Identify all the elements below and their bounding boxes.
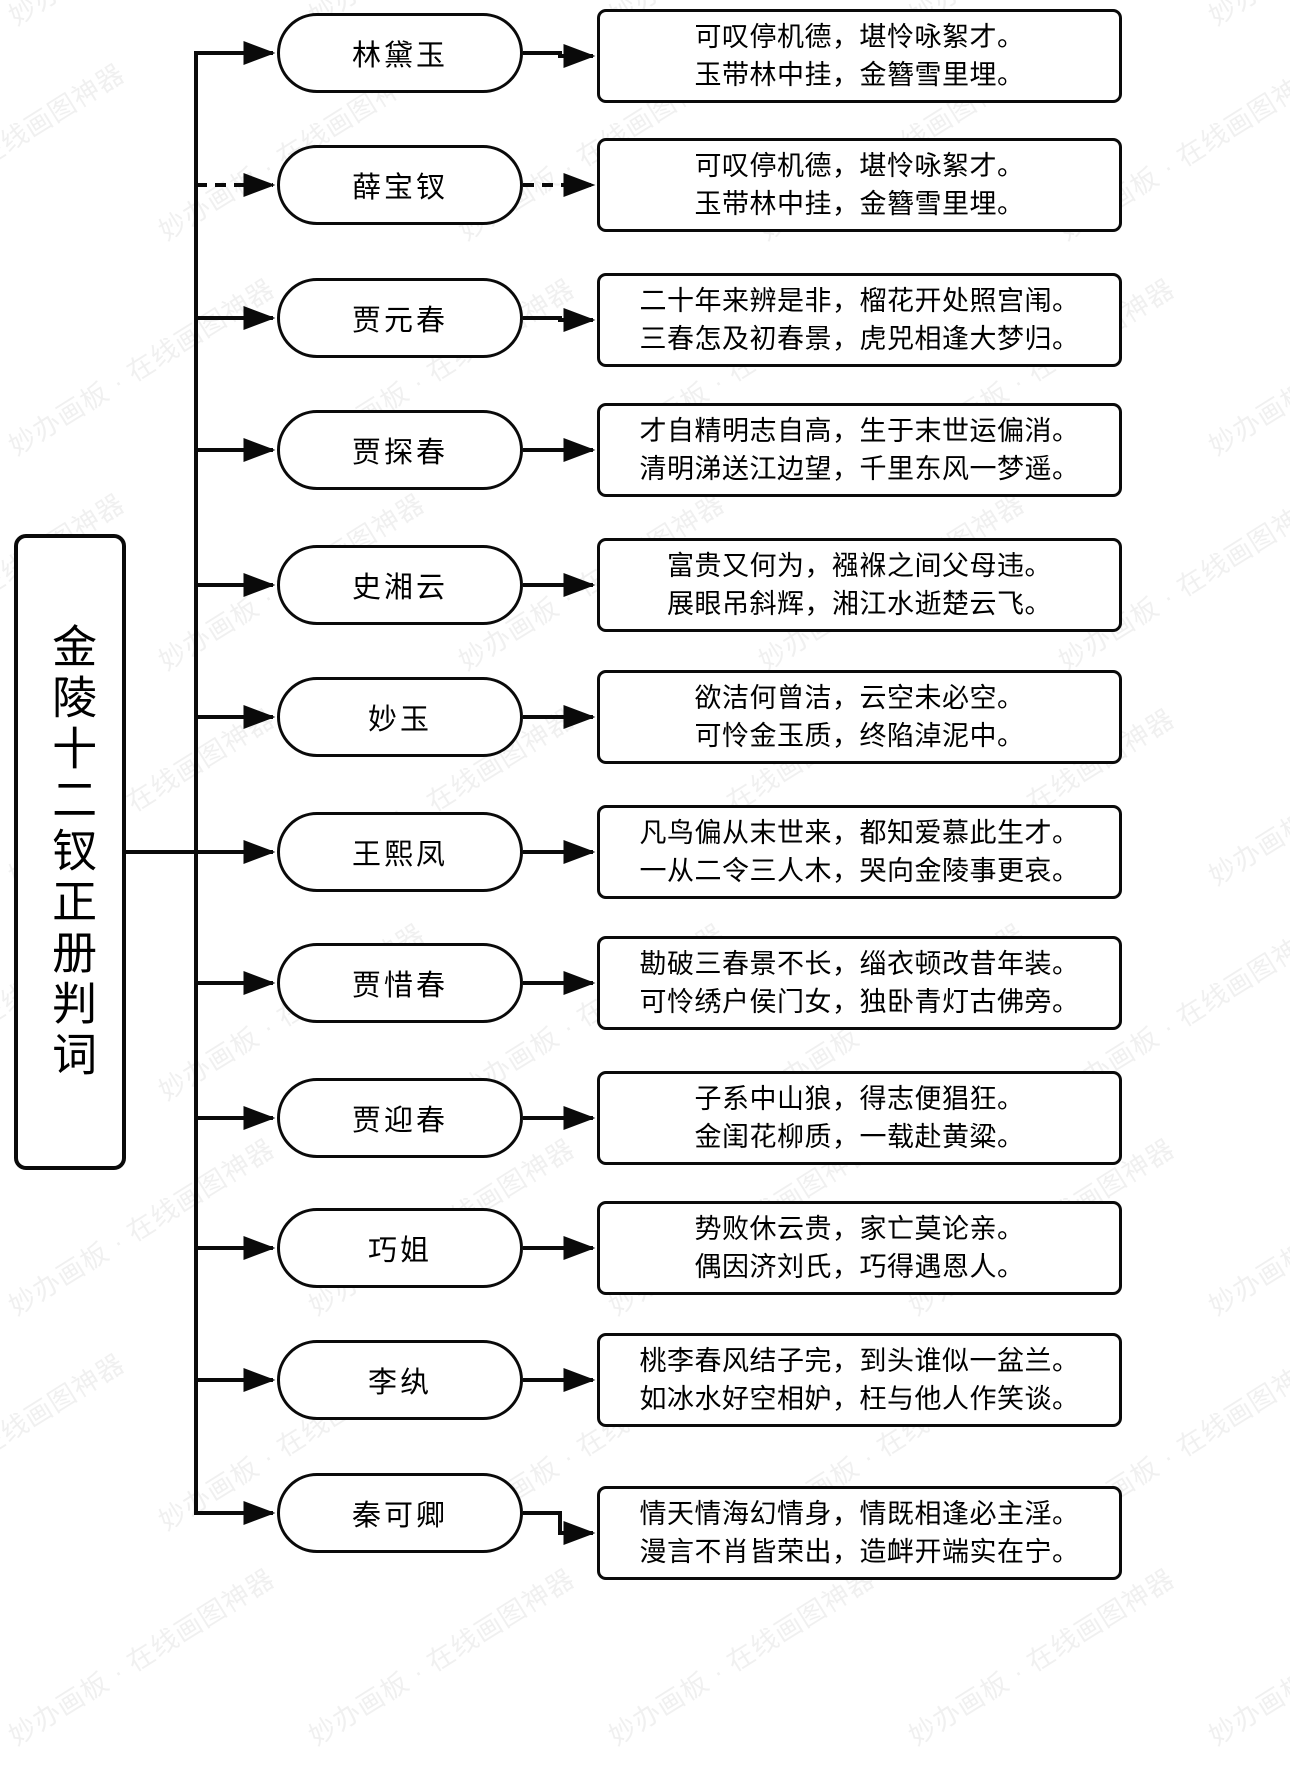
character-node[interactable]: 妙玉: [277, 677, 523, 757]
poem-line: 金闺花柳质，一载赴黄粱。: [694, 1122, 1025, 1152]
root-node-label: 金陵十二钗正册判词: [45, 622, 97, 1082]
watermark-text: 妙办画板 · 在线画图神器: [3, 1563, 280, 1752]
poem-line: 凡鸟偏从末世来，都知爱慕此生才。: [639, 817, 1080, 848]
poem-node[interactable]: 情天情海幻情身，情既相逢必主淫。漫言不肖皆荣出，造衅开端实在宁。: [597, 1486, 1122, 1580]
root-node[interactable]: 金陵十二钗正册判词: [14, 534, 126, 1170]
character-node[interactable]: 贾迎春: [277, 1078, 523, 1158]
watermark-text: 妙办画板 · 在线画图神器: [603, 1563, 880, 1752]
watermark-text: 妙办画板 · 在线画图神器: [0, 58, 130, 246]
character-node-label: 秦可卿: [351, 1500, 448, 1532]
character-node-label: 贾探春: [351, 437, 448, 469]
character-node[interactable]: 贾探春: [277, 410, 523, 490]
poem-line: 偶因济刘氏，巧得遇恩人。: [694, 1252, 1025, 1282]
character-node[interactable]: 秦可卿: [277, 1473, 523, 1553]
character-node[interactable]: 林黛玉: [277, 13, 523, 93]
watermark-text: 妙办画板 · 在线画图神器: [1203, 1133, 1290, 1322]
watermark-text: 妙办画板 · 在线画图神器: [1203, 703, 1290, 892]
poem-node[interactable]: 欲洁何曾洁，云空未必空。可怜金玉质，终陷淖泥中。: [597, 670, 1122, 764]
watermark-text: 妙办画板 · 在线画图神器: [1203, 1563, 1290, 1752]
poem-line: 可怜绣户侯门女，独卧青灯古佛旁。: [639, 987, 1080, 1017]
character-node-label: 贾惜春: [351, 970, 448, 1002]
poem-node[interactable]: 凡鸟偏从末世来，都知爱慕此生才。一从二令三人木，哭向金陵事更哀。: [597, 805, 1122, 899]
character-node-label: 李纨: [367, 1367, 432, 1399]
poem-line: 才自精明志自高，生于末世运偏消。: [639, 415, 1080, 446]
character-node[interactable]: 薛宝钗: [277, 145, 523, 225]
poem-line: 欲洁何曾洁，云空未必空。: [694, 682, 1025, 713]
poem-line: 势败休云贵，家亡莫论亲。: [694, 1213, 1025, 1244]
poem-line: 子系中山狼，得志便猖狂。: [694, 1083, 1025, 1114]
character-node[interactable]: 李纨: [277, 1340, 523, 1420]
character-node[interactable]: 贾惜春: [277, 943, 523, 1023]
poem-node[interactable]: 勘破三春景不长，缁衣顿改昔年装。可怜绣户侯门女，独卧青灯古佛旁。: [597, 936, 1122, 1030]
poem-line: 如冰水好空相妒，枉与他人作笑谈。: [639, 1384, 1080, 1414]
poem-line: 玉带林中挂，金簪雪里埋。: [694, 189, 1025, 219]
poem-node[interactable]: 可叹停机德，堪怜咏絮才。玉带林中挂，金簪雪里埋。: [597, 9, 1122, 103]
watermark-text: 妙办画板 · 在线画图神器: [1203, 273, 1290, 462]
poem-node[interactable]: 可叹停机德，堪怜咏絮才。玉带林中挂，金簪雪里埋。: [597, 138, 1122, 232]
watermark-text: 妙办画板 · 在线画图神器: [0, 1348, 130, 1536]
poem-node[interactable]: 富贵又何为，襁褓之间父母违。展眼吊斜辉，湘江水逝楚云飞。: [597, 538, 1122, 632]
poem-node[interactable]: 二十年来辨是非，榴花开处照宫闱。三春怎及初春景，虎兕相逢大梦归。: [597, 273, 1122, 367]
poem-line: 漫言不肖皆荣出，造衅开端实在宁。: [639, 1537, 1080, 1567]
character-node-label: 王熙凤: [351, 839, 448, 871]
character-node[interactable]: 史湘云: [277, 545, 523, 625]
poem-line: 一从二令三人木，哭向金陵事更哀。: [639, 856, 1080, 886]
poem-line: 玉带林中挂，金簪雪里埋。: [694, 60, 1025, 90]
poem-line: 情天情海幻情身，情既相逢必主淫。: [639, 1498, 1080, 1529]
poem-line: 富贵又何为，襁褓之间父母违。: [667, 550, 1052, 581]
poem-line: 勘破三春景不长，缁衣顿改昔年装。: [639, 948, 1080, 979]
watermark-text: 妙办画板 · 在线画图神器: [903, 1563, 1180, 1752]
poem-node[interactable]: 势败休云贵，家亡莫论亲。偶因济刘氏，巧得遇恩人。: [597, 1201, 1122, 1295]
poem-line: 清明涕送江边望，千里东风一梦遥。: [639, 454, 1080, 484]
character-node[interactable]: 王熙凤: [277, 812, 523, 892]
poem-node[interactable]: 桃李春风结子完，到头谁似一盆兰。如冰水好空相妒，枉与他人作笑谈。: [597, 1333, 1122, 1427]
character-node[interactable]: 贾元春: [277, 278, 523, 358]
poem-line: 展眼吊斜辉，湘江水逝楚云飞。: [667, 589, 1052, 619]
poem-line: 可怜金玉质，终陷淖泥中。: [694, 721, 1025, 751]
poem-line: 二十年来辨是非，榴花开处照宫闱。: [639, 285, 1080, 316]
character-node-label: 林黛玉: [351, 40, 448, 72]
watermark-text: 妙办画板 · 在线画图神器: [1200, 0, 1290, 33]
character-node-label: 妙玉: [367, 704, 432, 736]
character-node-label: 贾迎春: [351, 1105, 448, 1137]
poem-node[interactable]: 才自精明志自高，生于末世运偏消。清明涕送江边望，千里东风一梦遥。: [597, 403, 1122, 497]
character-node-label: 史湘云: [351, 572, 448, 604]
poem-line: 桃李春风结子完，到头谁似一盆兰。: [639, 1345, 1080, 1376]
poem-line: 三春怎及初春景，虎兕相逢大梦归。: [639, 324, 1080, 354]
character-node-label: 贾元春: [351, 305, 448, 337]
character-node-label: 巧姐: [367, 1235, 432, 1267]
watermark-text: 妙办画板 · 在线画图神器: [303, 1563, 580, 1752]
character-node-label: 薛宝钗: [351, 172, 448, 204]
character-node[interactable]: 巧姐: [277, 1208, 523, 1288]
watermark-text: 妙办画板 · 在线画图神器: [3, 273, 280, 462]
poem-line: 可叹停机德，堪怜咏絮才。: [694, 150, 1025, 181]
watermark-text: 妙办画板 · 在线画图神器: [0, 0, 281, 33]
poem-line: 可叹停机德，堪怜咏絮才。: [694, 21, 1025, 52]
poem-node[interactable]: 子系中山狼，得志便猖狂。金闺花柳质，一载赴黄粱。: [597, 1071, 1122, 1165]
